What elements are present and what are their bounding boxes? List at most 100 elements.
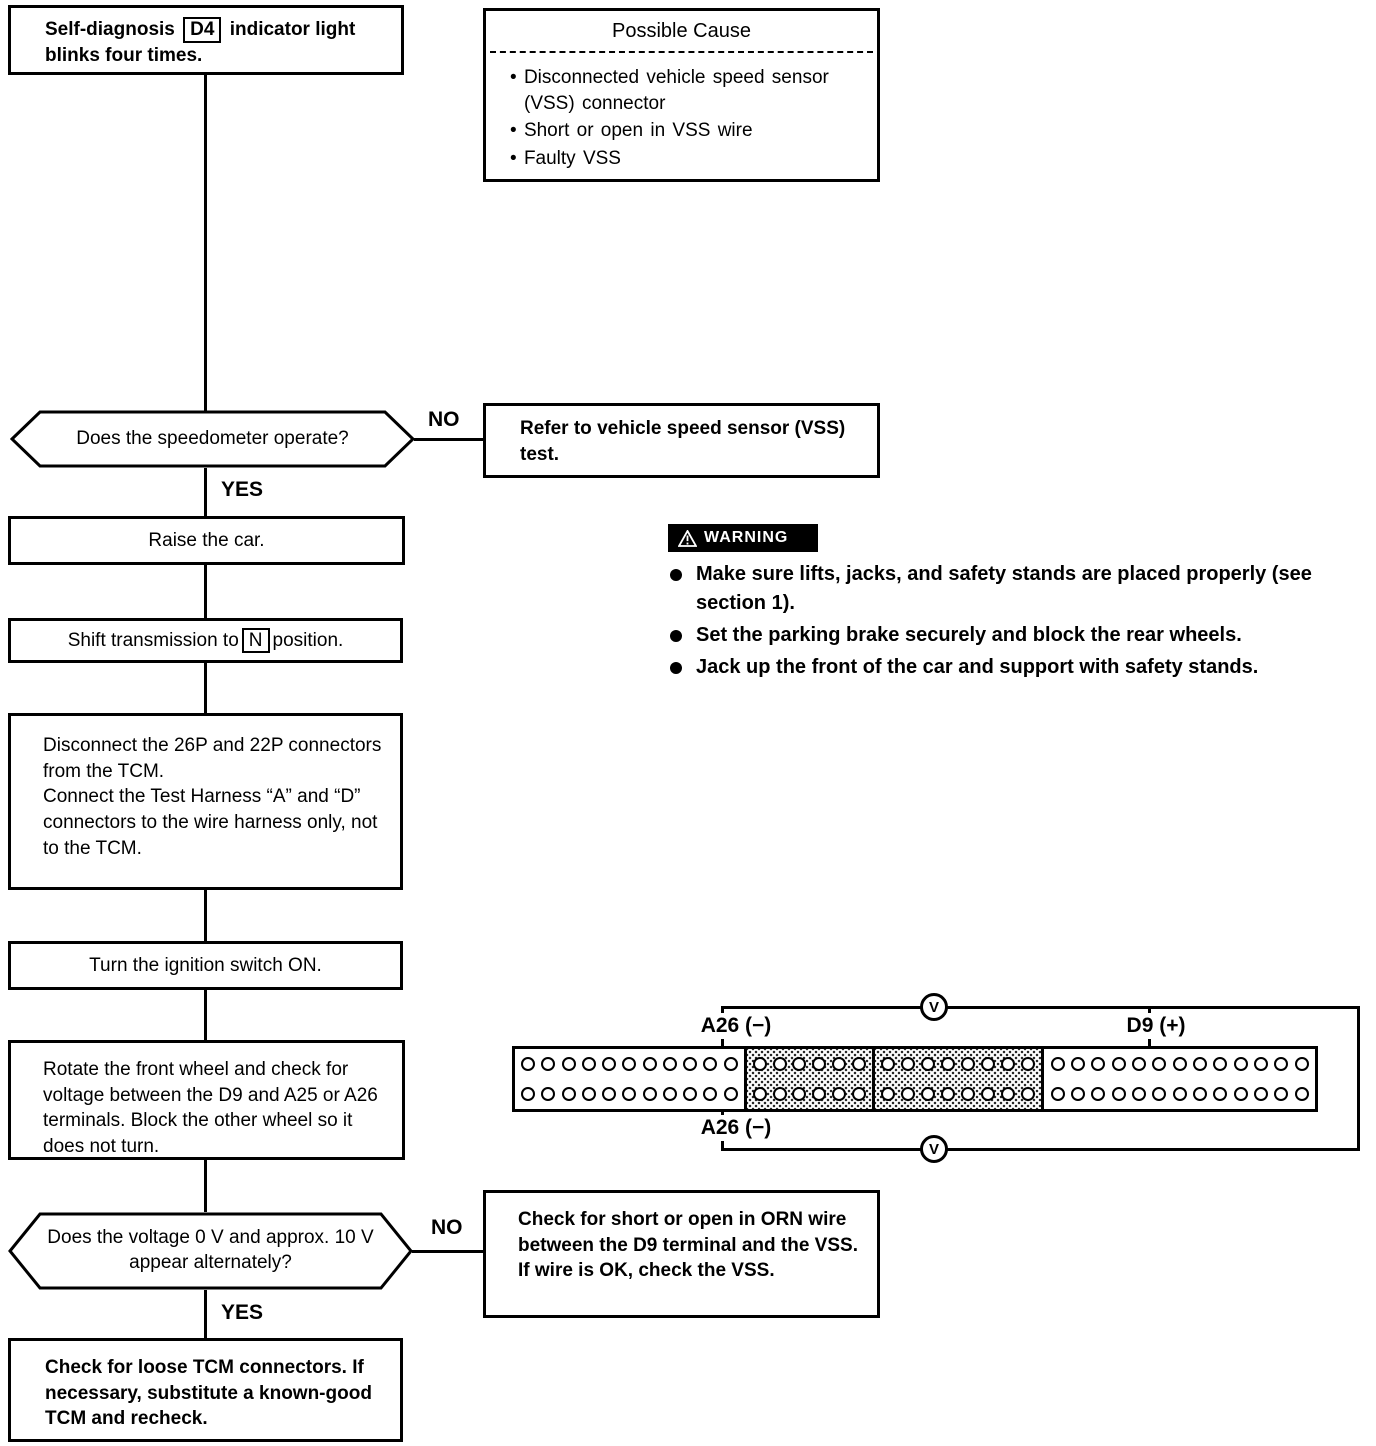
terminal-label-a26-bottom: A26 (−) xyxy=(678,1115,794,1141)
connector-pin xyxy=(1021,1087,1036,1101)
connector-pin xyxy=(581,1057,596,1071)
warning-item: Jack up the front of the car and support… xyxy=(668,653,1376,682)
warning-badge: WARNING xyxy=(668,524,818,552)
connector-pin xyxy=(1193,1057,1208,1071)
connector-pin xyxy=(851,1057,866,1071)
warning-item: Set the parking brake securely and block… xyxy=(668,621,1376,650)
connector-pin xyxy=(851,1087,866,1101)
connector-pin xyxy=(642,1057,657,1071)
probe-wire-right xyxy=(1357,1006,1360,1151)
connector-pin xyxy=(1213,1057,1228,1071)
voltmeter-icon: V xyxy=(920,1135,948,1163)
decision-speedometer: Does the speedometer operate? xyxy=(10,410,415,468)
connector-pin xyxy=(662,1057,677,1071)
possible-cause-item: • Faulty VSS xyxy=(510,147,621,169)
start-text-suffix: indicator light blinks four times. xyxy=(45,19,356,66)
n-code-box: N xyxy=(241,627,270,654)
decision-voltage: Does the voltage 0 V and approx. 10 V ap… xyxy=(8,1212,413,1290)
connector-pin xyxy=(1152,1087,1167,1101)
connector-pin xyxy=(1254,1057,1268,1071)
voltmeter-icon: V xyxy=(920,993,948,1021)
connector-pin xyxy=(703,1087,718,1101)
disconnect-line: Connect the Test Harness “A” and “D” con… xyxy=(43,786,378,859)
connector-segment xyxy=(1041,1049,1315,1109)
connector-pin xyxy=(772,1057,787,1071)
warning-label: WARNING xyxy=(704,529,789,546)
connector-pin xyxy=(1254,1087,1268,1101)
connector-pin xyxy=(752,1087,767,1101)
refer-vss-test-box: Refer to vehicle speed sensor (VSS) test… xyxy=(483,403,880,478)
connector-pin xyxy=(581,1087,596,1101)
connector-pin xyxy=(1193,1087,1208,1101)
connector-pin xyxy=(703,1057,718,1071)
connector-pin xyxy=(812,1087,827,1101)
connector-pin xyxy=(561,1087,576,1101)
raise-car-box: Raise the car. xyxy=(8,516,405,565)
flow-line xyxy=(204,663,207,713)
connector-pin xyxy=(792,1087,807,1101)
connector-pin xyxy=(622,1057,637,1071)
check-orn-wire-box: Check for short or open in ORN wire betw… xyxy=(483,1190,880,1318)
connector-pin xyxy=(900,1057,915,1071)
flow-line xyxy=(204,468,207,516)
d4-code-box: D4 xyxy=(183,17,222,43)
connector-pin xyxy=(521,1057,536,1071)
connector-pin xyxy=(981,1057,996,1071)
connector-pin xyxy=(1001,1087,1016,1101)
connector-pin xyxy=(921,1057,935,1071)
possible-cause-item: • Short or open in VSS wire xyxy=(510,120,753,142)
connector-pin xyxy=(723,1057,738,1071)
flow-line xyxy=(204,1160,207,1212)
shift-text-suffix: position. xyxy=(272,629,344,651)
warning-list: Make sure lifts, jacks, and safety stand… xyxy=(668,560,1376,685)
connector-pin xyxy=(941,1087,956,1101)
possible-cause-item: • Disconnected vehicle speed sensor (VSS… xyxy=(510,67,829,114)
bullet-icon xyxy=(670,569,682,581)
warning-triangle-icon xyxy=(678,529,697,547)
no-label: NO xyxy=(431,1216,463,1239)
connector-pin xyxy=(622,1087,637,1101)
possible-cause-box: Possible Cause • Disconnected vehicle sp… xyxy=(483,8,880,182)
connector-pin xyxy=(1071,1087,1086,1101)
decision-speedometer-question: Does the speedometer operate? xyxy=(76,427,349,449)
connector-pin xyxy=(880,1057,895,1071)
shift-text-prefix: Shift transmission to xyxy=(67,629,239,651)
hexagon-shape xyxy=(10,410,415,468)
connector-pin xyxy=(832,1057,847,1071)
rotate-wheel-box: Rotate the front wheel and check for vol… xyxy=(8,1040,405,1160)
flow-line xyxy=(204,890,207,941)
connector-pin xyxy=(1021,1057,1036,1071)
probe-wire-bottom xyxy=(721,1148,1360,1151)
warning-item: Make sure lifts, jacks, and safety stand… xyxy=(668,560,1376,618)
connector-pin xyxy=(521,1087,536,1101)
terminal-label-d9: D9 (+) xyxy=(1100,1013,1212,1039)
bullet-icon xyxy=(670,662,682,674)
connector-pin xyxy=(1050,1087,1065,1101)
connector-pin xyxy=(1132,1087,1147,1101)
yes-label: YES xyxy=(221,1301,264,1324)
connector-pin xyxy=(1172,1057,1187,1071)
connector-pin xyxy=(1172,1087,1187,1101)
bullet-icon xyxy=(670,630,682,642)
check-tcm-connectors-box: Check for loose TCM connectors. If neces… xyxy=(8,1338,403,1442)
connector-pin xyxy=(1091,1087,1106,1101)
connector-pin xyxy=(772,1087,787,1101)
yes-label: YES xyxy=(221,478,264,501)
connector-pin xyxy=(941,1057,956,1071)
connector-pin xyxy=(1091,1057,1106,1071)
connector-pin xyxy=(1274,1057,1289,1071)
connector-pin xyxy=(1071,1057,1086,1071)
connector-pin xyxy=(812,1057,827,1071)
ignition-switch-box: Turn the ignition switch ON. xyxy=(8,941,403,990)
connector-pin xyxy=(662,1087,677,1101)
divider xyxy=(490,51,873,53)
disconnect-connectors-box: Disconnect the 26P and 22P connectors fr… xyxy=(8,713,403,890)
possible-cause-title: Possible Cause xyxy=(612,19,751,42)
connector-pin xyxy=(961,1087,976,1101)
connector-pin xyxy=(1294,1087,1309,1101)
connector-segment-shaded xyxy=(743,1049,872,1109)
connector-pin xyxy=(752,1057,767,1071)
connector-pin xyxy=(1132,1057,1147,1071)
connector-pin xyxy=(880,1087,895,1101)
